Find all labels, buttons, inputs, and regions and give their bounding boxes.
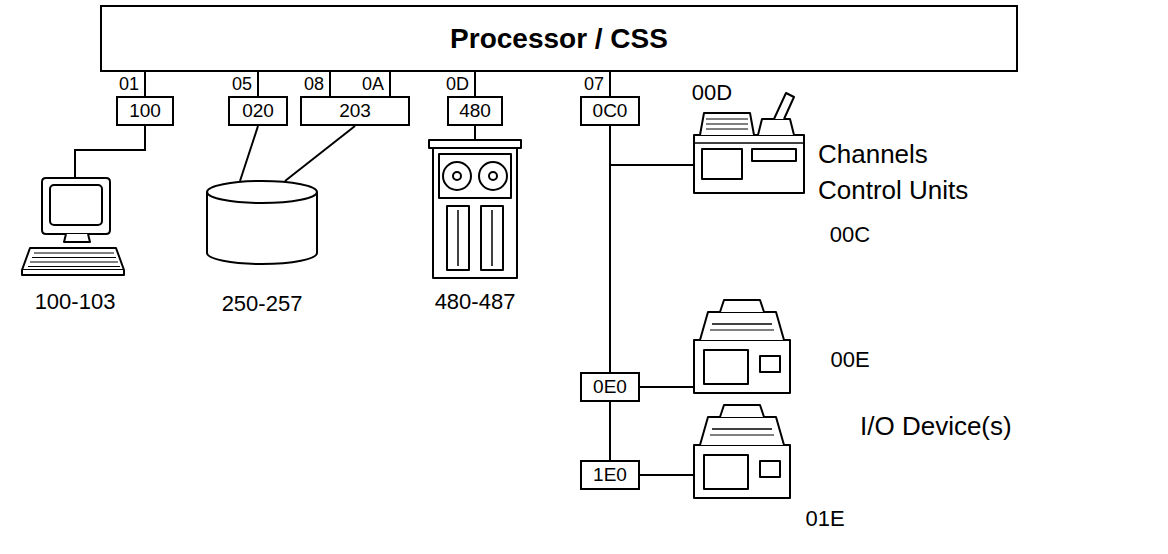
- channel-line: [609, 72, 611, 96]
- device-connection: [609, 402, 611, 460]
- device-address: 00D: [692, 81, 732, 105]
- reader-illustration: [690, 105, 808, 195]
- device-address: 00E: [830, 348, 869, 372]
- channel-number: 07: [584, 75, 604, 95]
- printer-illustration: [690, 300, 795, 395]
- legend-caption: Channels: [818, 140, 928, 169]
- tape-device: 480-487: [425, 140, 525, 280]
- device-connection: [75, 126, 145, 178]
- channel-line: [329, 72, 331, 96]
- device-connection: [609, 126, 611, 372]
- control-unit-address: 020: [242, 100, 274, 122]
- channel-line: [257, 72, 259, 96]
- channel-number: 05: [232, 75, 252, 95]
- disk-illustration: [205, 180, 320, 265]
- device-connection: [610, 126, 694, 165]
- terminal-illustration: [20, 178, 130, 278]
- channel-number: 0A: [362, 75, 384, 95]
- disk-device: 250-257: [205, 180, 320, 265]
- control-unit-box: 1E0: [580, 460, 640, 490]
- printer-device: 00E: [690, 300, 795, 395]
- device-address: 00C: [830, 223, 870, 247]
- control-unit-address: 0E0: [593, 376, 627, 398]
- processor-box: Processor / CSS: [100, 5, 1018, 72]
- channel-line: [389, 72, 391, 96]
- channel-line: [144, 72, 146, 96]
- terminal-device: 100-103: [20, 178, 130, 278]
- control-unit-box: 100: [116, 96, 174, 126]
- legend-caption: I/O Device(s): [860, 412, 1012, 441]
- control-unit-address: 203: [339, 100, 371, 122]
- channel-number: 01: [119, 75, 139, 95]
- control-unit-box: 203: [300, 96, 410, 126]
- control-unit-address: 100: [129, 100, 161, 122]
- legend-caption: Control Units: [818, 176, 968, 205]
- control-unit-address: 480: [459, 100, 491, 122]
- channel-number: 0D: [446, 75, 469, 95]
- processor-label: Processor / CSS: [450, 23, 668, 55]
- control-unit-box: 0C0: [580, 96, 640, 126]
- control-unit-box: 020: [228, 96, 288, 126]
- control-unit-address: 1E0: [593, 464, 627, 486]
- control-unit-box: 0E0: [580, 372, 640, 402]
- device-connection: [240, 126, 258, 181]
- channel-line: [474, 72, 476, 96]
- control-unit-address: 0C0: [593, 100, 628, 122]
- device-address: 01E: [805, 507, 844, 531]
- device-address: 100-103: [35, 290, 116, 314]
- device-address: 480-487: [435, 290, 516, 314]
- device-address: 250-257: [222, 292, 303, 316]
- card-reader-device: 00D00C: [690, 105, 808, 195]
- device-connection: [640, 474, 696, 476]
- control-unit-box: 480: [447, 96, 503, 126]
- channel-number: 08: [304, 75, 324, 95]
- device-connection: [285, 126, 355, 181]
- printer-illustration: [690, 405, 795, 500]
- device-connection: [474, 126, 476, 140]
- printer-device: 01E: [690, 405, 795, 500]
- device-connection: [640, 386, 696, 388]
- tape-illustration: [425, 140, 525, 280]
